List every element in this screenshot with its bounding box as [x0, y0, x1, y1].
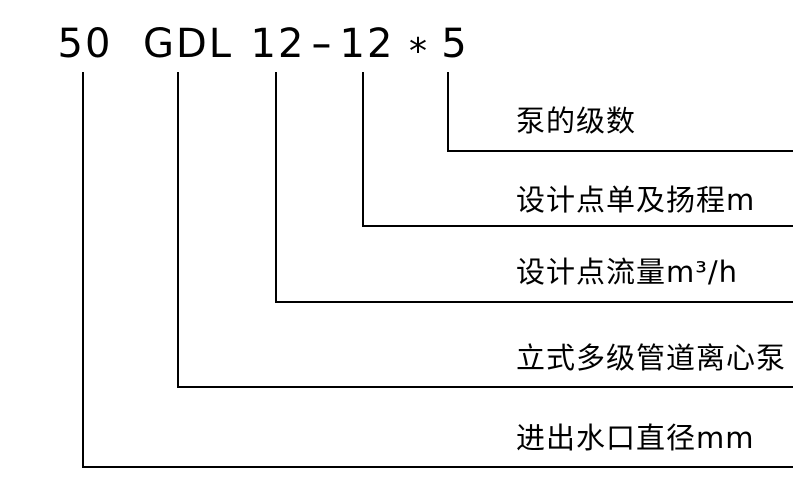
legend-label-stages: 泵的级数	[516, 104, 637, 138]
legend-label-diameter: 进出水口直径mm	[516, 421, 755, 455]
model-code-dash-separator: -	[310, 21, 336, 67]
model-code-head-value: 12	[339, 21, 395, 67]
leader-line-diameter	[82, 72, 793, 468]
legend-label-series: 立式多级管道离心泵	[516, 341, 787, 375]
legend-label-flow: 设计点流量m³/h	[516, 255, 739, 289]
legend-label-head: 设计点单及扬程m	[516, 183, 756, 217]
model-code-series-value: GDL	[142, 21, 234, 67]
model-code-stages-value: 5	[441, 21, 469, 67]
model-code-flow-value: 12	[250, 21, 306, 67]
leader-line-stages	[447, 72, 793, 152]
leader-line-flow	[275, 72, 793, 303]
model-code-diameter-value: 50	[57, 21, 113, 67]
leader-line-head	[362, 72, 793, 227]
leader-line-series	[177, 72, 793, 388]
model-code-star-separator: *	[409, 31, 429, 72]
